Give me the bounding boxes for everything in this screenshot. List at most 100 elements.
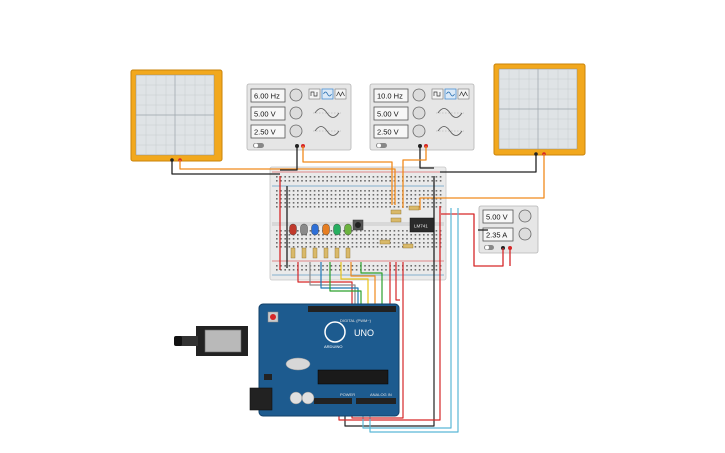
breadboard-hole[interactable] bbox=[334, 180, 337, 182]
breadboard-hole[interactable] bbox=[439, 194, 442, 196]
analog-header[interactable] bbox=[356, 398, 396, 404]
breadboard-hole[interactable] bbox=[305, 176, 307, 178]
breadboard-hole[interactable] bbox=[301, 265, 303, 267]
breadboard-hole[interactable] bbox=[305, 265, 307, 267]
breadboard-hole[interactable] bbox=[301, 198, 303, 200]
breadboard-hole[interactable] bbox=[347, 190, 349, 192]
breadboard-hole[interactable] bbox=[301, 238, 303, 240]
breadboard-hole[interactable] bbox=[414, 265, 417, 267]
breadboard-hole[interactable] bbox=[439, 198, 442, 200]
breadboard-hole[interactable] bbox=[322, 194, 324, 196]
breadboard-hole[interactable] bbox=[435, 198, 438, 200]
breadboard-hole[interactable] bbox=[343, 269, 345, 271]
breadboard-hole[interactable] bbox=[292, 242, 295, 244]
breadboard-hole[interactable] bbox=[381, 198, 383, 200]
breadboard-hole[interactable] bbox=[322, 242, 324, 244]
breadboard-hole[interactable] bbox=[280, 265, 282, 267]
breadboard-hole[interactable] bbox=[427, 238, 429, 240]
breadboard-hole[interactable] bbox=[339, 234, 341, 236]
breadboard-hole[interactable] bbox=[435, 230, 438, 232]
breadboard-hole[interactable] bbox=[414, 246, 417, 248]
breadboard-hole[interactable] bbox=[372, 265, 375, 267]
breadboard-hole[interactable] bbox=[276, 269, 278, 271]
breadboard-hole[interactable] bbox=[305, 242, 307, 244]
breadboard-hole[interactable] bbox=[406, 180, 408, 182]
breadboard-hole[interactable] bbox=[406, 238, 408, 240]
breadboard-hole[interactable] bbox=[397, 194, 400, 196]
breadboard-hole[interactable] bbox=[326, 190, 328, 192]
breadboard-hole[interactable] bbox=[402, 246, 404, 248]
breadboard-hole[interactable] bbox=[364, 190, 366, 192]
breadboard-hole[interactable] bbox=[343, 230, 345, 232]
breadboard-hole[interactable] bbox=[280, 238, 282, 240]
oscilloscope-right[interactable] bbox=[493, 63, 586, 156]
breadboard-hole[interactable] bbox=[389, 246, 391, 248]
breadboard-hole[interactable] bbox=[360, 194, 362, 196]
breadboard-hole[interactable] bbox=[389, 190, 391, 192]
fg2-triangle-wave-button[interactable] bbox=[457, 88, 470, 100]
breadboard-hole[interactable] bbox=[368, 234, 370, 236]
breadboard-hole[interactable] bbox=[330, 230, 333, 232]
breadboard-hole[interactable] bbox=[347, 238, 349, 240]
fg1-square-wave-button[interactable] bbox=[308, 88, 321, 100]
breadboard-hole[interactable] bbox=[330, 198, 333, 200]
breadboard-hole[interactable] bbox=[313, 202, 316, 204]
breadboard-hole[interactable] bbox=[351, 242, 354, 244]
breadboard-hole[interactable] bbox=[410, 180, 412, 182]
breadboard-hole[interactable] bbox=[381, 202, 383, 204]
breadboard-hole[interactable] bbox=[280, 194, 282, 196]
breadboard-hole[interactable] bbox=[381, 194, 383, 196]
breadboard-hole[interactable] bbox=[339, 269, 341, 271]
breadboard-hole[interactable] bbox=[355, 180, 358, 182]
breadboard-hole[interactable] bbox=[351, 180, 354, 182]
breadboard-hole[interactable] bbox=[397, 180, 400, 182]
breadboard-hole[interactable] bbox=[376, 246, 379, 248]
breadboard-hole[interactable] bbox=[427, 269, 429, 271]
breadboard-hole[interactable] bbox=[376, 190, 379, 192]
breadboard-hole[interactable] bbox=[292, 265, 295, 267]
breadboard-hole[interactable] bbox=[318, 194, 320, 196]
breadboard-hole[interactable] bbox=[318, 180, 320, 182]
breadboard-hole[interactable] bbox=[406, 202, 408, 204]
breadboard-hole[interactable] bbox=[397, 206, 400, 208]
breadboard-hole[interactable] bbox=[431, 194, 433, 196]
breadboard-hole[interactable] bbox=[364, 198, 366, 200]
breadboard-hole[interactable] bbox=[305, 202, 307, 204]
breadboard-hole[interactable] bbox=[368, 269, 370, 271]
breadboard-hole[interactable] bbox=[376, 194, 379, 196]
breadboard-hole[interactable] bbox=[334, 190, 337, 192]
breadboard-hole[interactable] bbox=[423, 194, 425, 196]
breadboard-hole[interactable] bbox=[360, 242, 362, 244]
breadboard-hole[interactable] bbox=[309, 242, 312, 244]
breadboard-hole[interactable] bbox=[339, 265, 341, 267]
breadboard-hole[interactable] bbox=[343, 198, 345, 200]
breadboard-hole[interactable] bbox=[435, 206, 438, 208]
breadboard-hole[interactable] bbox=[301, 194, 303, 196]
breadboard-hole[interactable] bbox=[368, 176, 370, 178]
breadboard-hole[interactable] bbox=[339, 176, 341, 178]
breadboard-hole[interactable] bbox=[389, 234, 391, 236]
breadboard-hole[interactable] bbox=[376, 198, 379, 200]
breadboard-hole[interactable] bbox=[330, 269, 333, 271]
breadboard-hole[interactable] bbox=[414, 176, 417, 178]
breadboard-hole[interactable] bbox=[389, 230, 391, 232]
breadboard-hole[interactable] bbox=[381, 269, 383, 271]
breadboard-hole[interactable] bbox=[330, 234, 333, 236]
breadboard-hole[interactable] bbox=[326, 238, 328, 240]
breadboard-hole[interactable] bbox=[368, 238, 370, 240]
breadboard-hole[interactable] bbox=[339, 180, 341, 182]
breadboard-hole[interactable] bbox=[381, 265, 383, 267]
breadboard-hole[interactable] bbox=[423, 265, 425, 267]
breadboard-hole[interactable] bbox=[397, 238, 400, 240]
breadboard-hole[interactable] bbox=[372, 246, 375, 248]
breadboard-hole[interactable] bbox=[427, 202, 429, 204]
breadboard-hole[interactable] bbox=[427, 234, 429, 236]
breadboard-hole[interactable] bbox=[406, 265, 408, 267]
breadboard-hole[interactable] bbox=[385, 246, 387, 248]
breadboard-hole[interactable] bbox=[414, 238, 417, 240]
breadboard-hole[interactable] bbox=[410, 265, 412, 267]
breadboard-hole[interactable] bbox=[343, 176, 345, 178]
breadboard-hole[interactable] bbox=[301, 180, 303, 182]
breadboard-hole[interactable] bbox=[339, 190, 341, 192]
